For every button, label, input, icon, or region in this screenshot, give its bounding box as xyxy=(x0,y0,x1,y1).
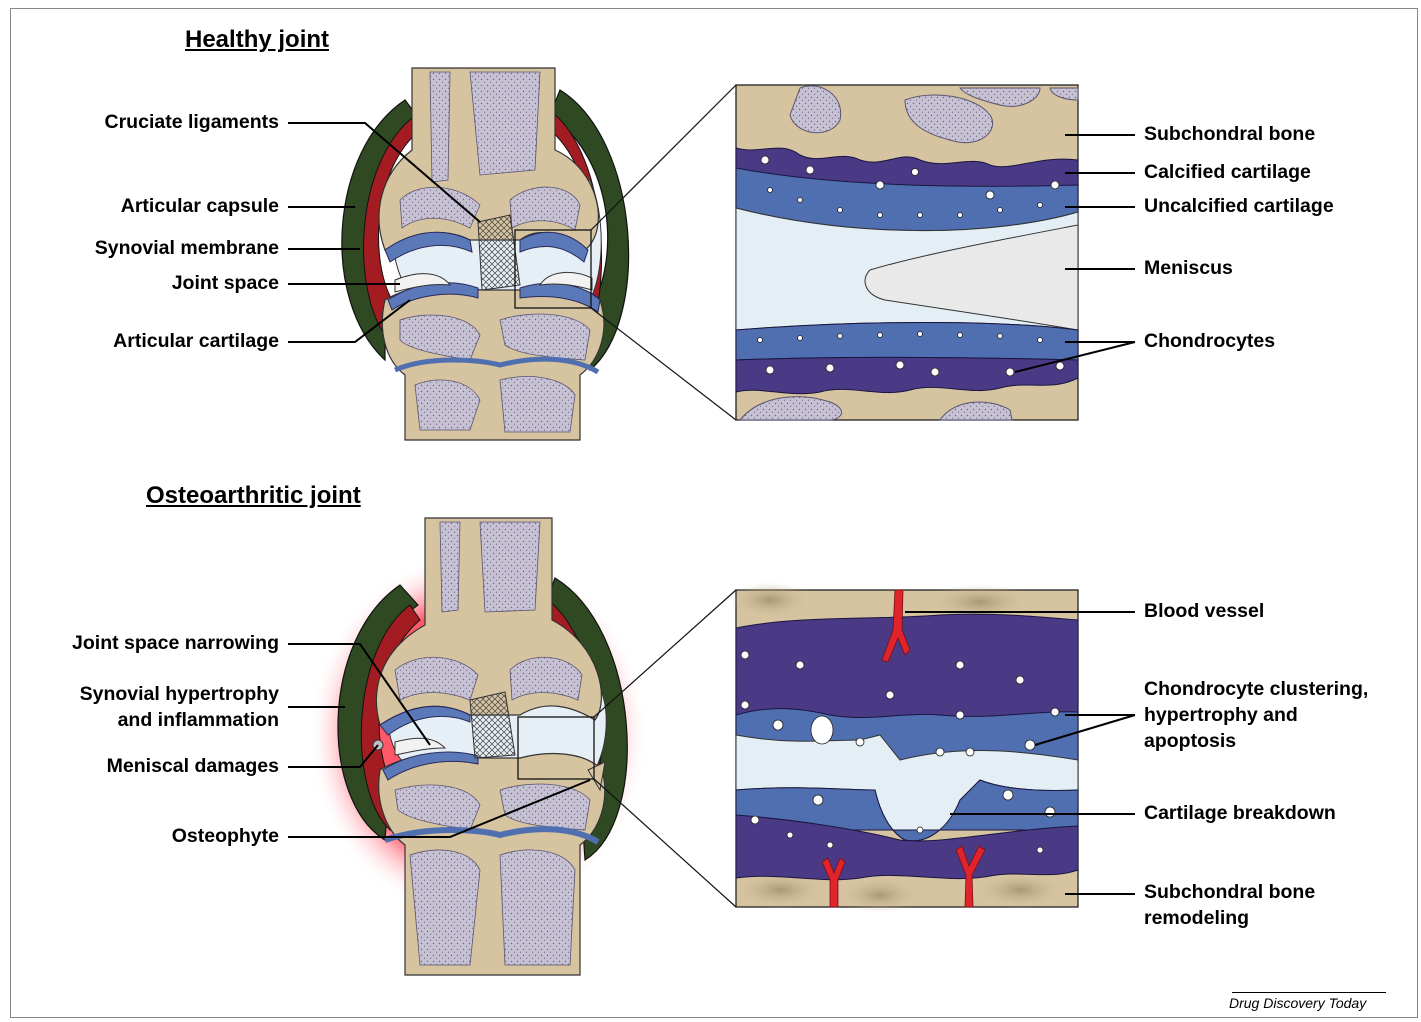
oa-joint xyxy=(308,518,736,975)
label-articular-capsule: Articular capsule xyxy=(121,193,279,219)
label-joint-space: Joint space xyxy=(172,270,279,296)
label-uncalcified-cartilage: Uncalcified cartilage xyxy=(1144,193,1334,219)
label-osteophyte: Osteophyte xyxy=(172,823,279,849)
credit-rule xyxy=(1232,992,1386,993)
oa-joint-title: Osteoarthritic joint xyxy=(146,482,361,510)
credit-text: Drug Discovery Today xyxy=(1229,995,1366,1011)
label-cartilage-breakdown: Cartilage breakdown xyxy=(1144,800,1336,826)
label-chondrocytes: Chondrocytes xyxy=(1144,328,1275,354)
label-cruciate-ligaments: Cruciate ligaments xyxy=(105,109,279,135)
label-synovial-hypertrophy: Synovial hypertrophy and inflammation xyxy=(80,681,279,733)
oa-detail-panel xyxy=(730,582,1078,913)
label-subchondral-bone: Subchondral bone xyxy=(1144,121,1315,147)
label-joint-space-narrowing: Joint space narrowing xyxy=(72,630,279,656)
label-synovial-membrane: Synovial membrane xyxy=(95,235,279,261)
label-articular-cartilage: Articular cartilage xyxy=(113,328,279,354)
label-blood-vessel: Blood vessel xyxy=(1144,598,1264,624)
label-meniscal-damages: Meniscal damages xyxy=(107,753,279,779)
label-chondrocyte-clustering: Chondrocyte clustering, hypertrophy and … xyxy=(1144,676,1368,754)
label-calcified-cartilage: Calcified cartilage xyxy=(1144,159,1311,185)
label-subchondral-remodeling: Subchondral bone remodeling xyxy=(1144,879,1315,931)
healthy-joint-title: Healthy joint xyxy=(185,26,329,54)
label-meniscus: Meniscus xyxy=(1144,255,1233,281)
healthy-joint xyxy=(342,68,736,440)
